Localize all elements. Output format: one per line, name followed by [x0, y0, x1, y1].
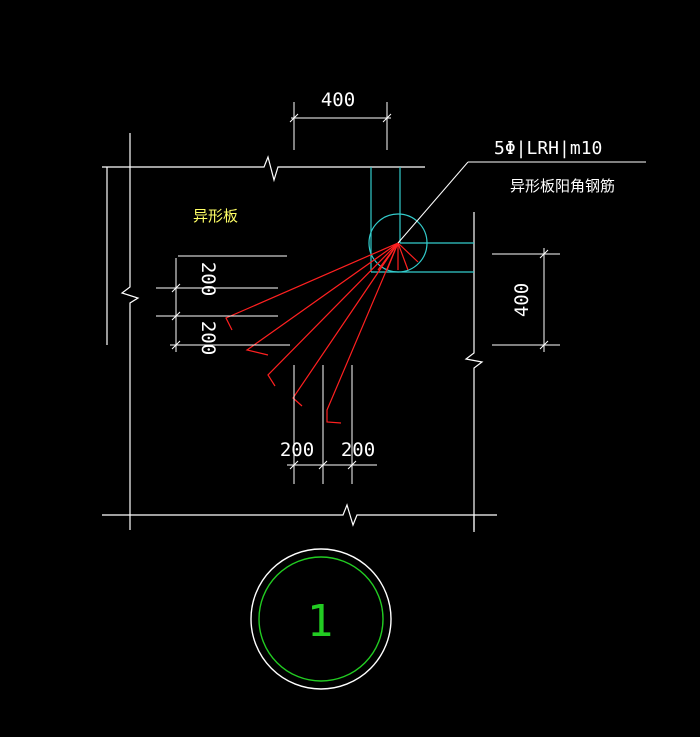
dim-left: [156, 255, 290, 352]
dim-top-label: 400: [321, 89, 355, 111]
slab-label: 异形板: [193, 207, 238, 225]
dim-bottom-left-label: 200: [280, 439, 314, 461]
callout-leader: [397, 161, 646, 244]
dim-left-lower-label: 200: [197, 321, 219, 355]
dim-bottom-right-label: 200: [341, 439, 375, 461]
dim-right-label: 400: [511, 283, 533, 317]
detail-marker: [250, 548, 392, 690]
corner-outline: [368, 167, 474, 273]
dim-top: [289, 102, 392, 150]
slab-outline: [102, 133, 497, 532]
corner-rebar-fan: [225, 242, 419, 424]
dim-left-upper-label: 200: [197, 262, 219, 296]
dim-right: [492, 248, 560, 352]
dim-bottom: [287, 365, 377, 484]
callout-rebar-desc: 异形板阳角钢筋: [510, 177, 615, 195]
detail-number: 1: [307, 596, 334, 647]
callout-rebar-spec: 5Φ|LRH|m10: [494, 138, 602, 159]
